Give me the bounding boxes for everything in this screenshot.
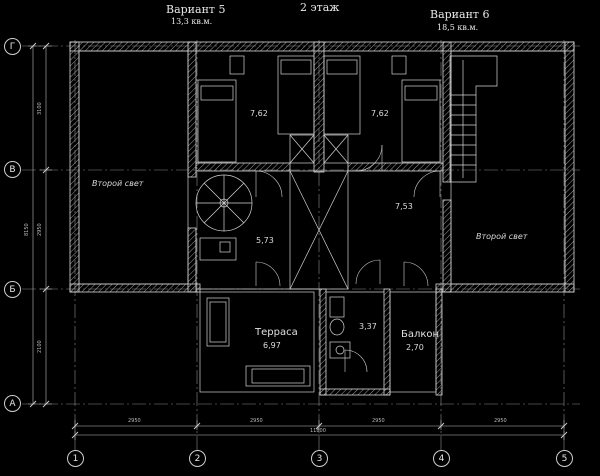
axis-col-5: 5 — [556, 450, 573, 467]
terrace-name: Терраса — [255, 327, 298, 338]
spiral-staircase — [195, 174, 253, 232]
second-light-left-label: Второй свет — [92, 179, 144, 188]
dim-rise-g-v: 3100 — [37, 102, 43, 115]
variant6-area: 18,5 кв.м. — [437, 23, 479, 32]
axis-row-a: А — [4, 395, 21, 412]
terrace-area: 6,97 — [263, 341, 281, 350]
dim-rise-v-b: 2950 — [37, 223, 43, 236]
axis-col-1: 1 — [67, 450, 84, 467]
balcony-area: 2,70 — [406, 343, 424, 352]
door-swings — [255, 144, 441, 373]
second-light-right-label: Второй свет — [476, 232, 528, 241]
hall-right-area: 7,53 — [395, 202, 413, 211]
variant5-title: Вариант 5 — [166, 3, 226, 16]
axis-row-v: В — [4, 161, 21, 178]
balcony-name: Балкон — [401, 329, 440, 340]
bedroom-left-area: 7,62 — [250, 109, 268, 118]
dim-total-width: 11800 — [310, 428, 326, 434]
dim-rise-b-a: 2100 — [37, 340, 43, 353]
bathroom-area: 3,37 — [359, 322, 377, 331]
floor-title: 2 этаж — [300, 1, 340, 14]
dim-total-height: 8150 — [24, 223, 30, 236]
axis-row-g: Г — [4, 38, 21, 55]
dim-span-3-4: 2950 — [372, 418, 385, 424]
furniture — [197, 55, 498, 387]
dimension-lines — [28, 45, 565, 440]
variant6-title: Вариант 6 — [430, 8, 490, 21]
dim-span-4-5: 2950 — [494, 418, 507, 424]
axis-col-4: 4 — [433, 450, 450, 467]
axis-gridlines — [22, 40, 580, 450]
hall-left-area: 5,73 — [256, 236, 274, 245]
dim-span-2-3: 2950 — [250, 418, 263, 424]
axis-col-2: 2 — [189, 450, 206, 467]
dim-span-1-2: 2950 — [128, 418, 141, 424]
bedroom-right-area: 7,62 — [371, 109, 389, 118]
partitions — [78, 50, 566, 393]
axis-row-b: Б — [4, 281, 21, 298]
axis-col-3: 3 — [311, 450, 328, 467]
dimension-ticks — [29, 42, 568, 439]
walls — [69, 41, 575, 396]
variant5-area: 13,3 кв.м. — [171, 17, 213, 26]
